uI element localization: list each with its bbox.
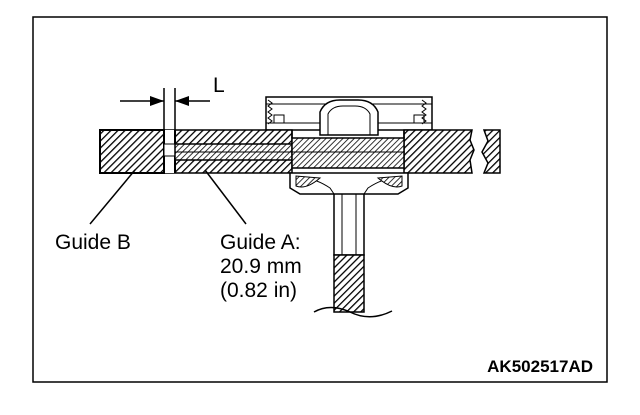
guide-a-size-in: (0.82 in) [220,279,297,302]
valve-stem [313,194,393,318]
head-section-right [403,129,475,174]
guide-b-leader [89,169,136,225]
dimension-l-label: L [213,74,225,97]
guide-a-size-mm: 20.9 mm [220,255,302,278]
guide-b [99,129,165,174]
dimension-l [120,88,210,130]
guide-a-label: Guide A: [220,231,301,254]
diagram-frame [32,16,608,383]
reference-code: AK502517AD [487,357,593,376]
guide-a-leader [204,169,247,225]
valve-head [289,172,409,195]
head-section-end [481,129,501,174]
valve-guide [291,137,405,169]
guide-b-label: Guide B [55,231,131,254]
